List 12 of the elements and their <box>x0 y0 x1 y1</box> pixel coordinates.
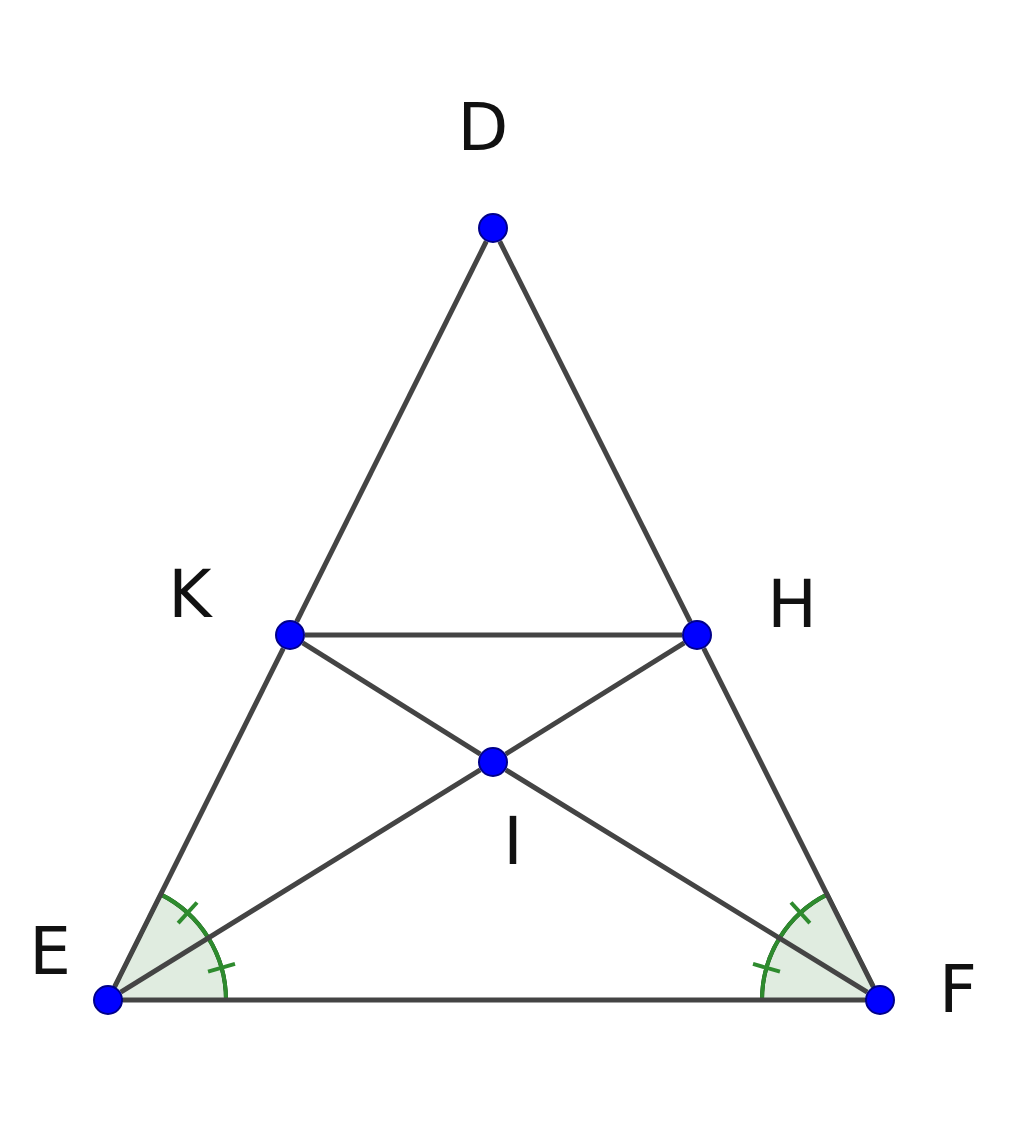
line-segment <box>305 632 682 638</box>
point-label: H <box>767 572 817 638</box>
line-segment <box>123 997 865 1003</box>
point-label: D <box>457 95 509 161</box>
line-segment <box>301 640 482 757</box>
line-segment <box>504 767 869 995</box>
point-label: I <box>503 809 523 875</box>
point-label: E <box>29 919 71 985</box>
point-label: K <box>168 562 212 628</box>
line-segment <box>504 640 686 757</box>
line-segment <box>119 767 482 995</box>
point-label: F <box>939 957 977 1023</box>
